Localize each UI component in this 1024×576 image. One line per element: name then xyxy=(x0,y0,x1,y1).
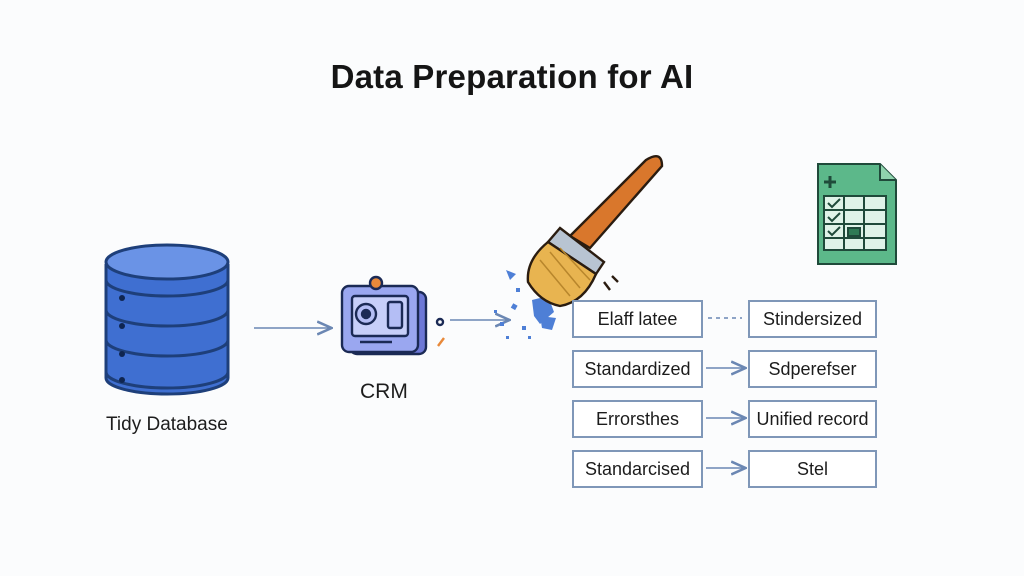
database-icon xyxy=(104,243,230,396)
crm-label: CRM xyxy=(360,380,408,403)
database-label: Tidy Database xyxy=(106,414,228,435)
cleaning-splash-icon xyxy=(494,270,556,339)
raw-record-3: Errorsthes xyxy=(572,400,703,438)
clean-record-1: Stindersized xyxy=(748,300,877,338)
paintbrush-icon xyxy=(526,154,664,308)
diagram-title: Data Preparation for AI xyxy=(330,58,694,95)
raw-record-4: Standarcised xyxy=(572,450,703,488)
raw-record-2: Standardized xyxy=(572,350,703,388)
raw-record-1: Elaff latee xyxy=(572,300,703,338)
clean-record-3: Unified record xyxy=(748,400,877,438)
crm-device-icon xyxy=(340,275,445,356)
clean-record-2: Sdperefser xyxy=(748,350,877,388)
spreadsheet-icon xyxy=(817,163,897,265)
clean-record-4: Stel xyxy=(748,450,877,488)
